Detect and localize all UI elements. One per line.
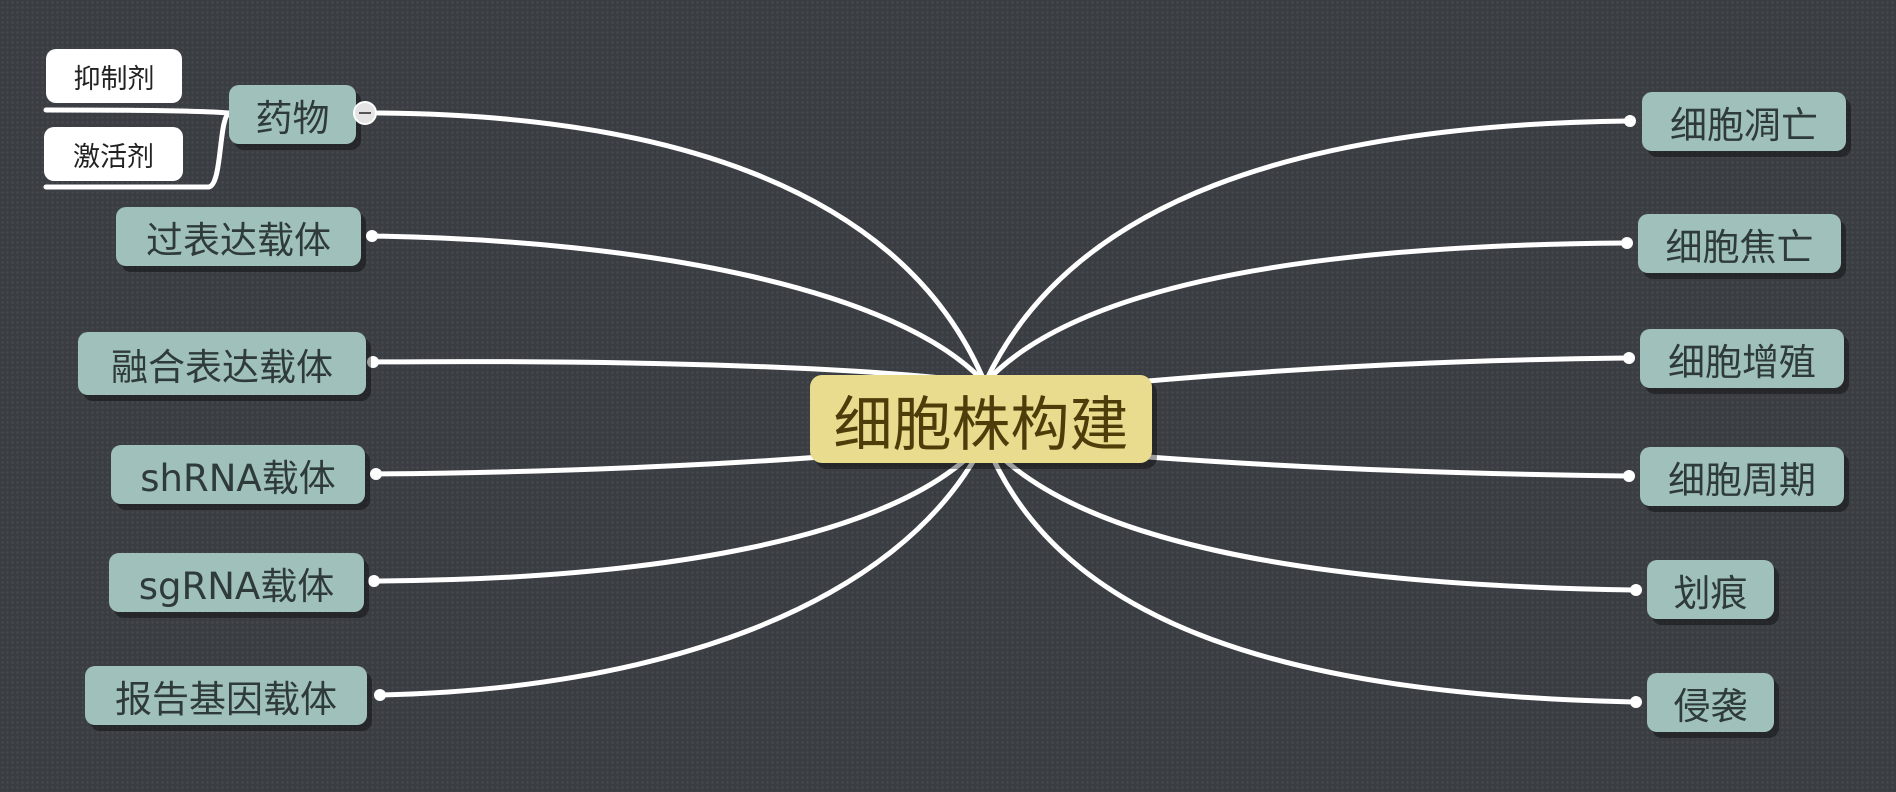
central-topic-label: 细胞株构建 xyxy=(833,389,1129,459)
branch-line-scratch xyxy=(982,437,1637,593)
connector-dot-shrna xyxy=(370,468,382,480)
connector-dot-cell-cycle xyxy=(1623,470,1635,482)
topic-label: shRNA载体 xyxy=(140,456,336,500)
branch-line-proliferation xyxy=(1145,355,1630,384)
connector-dot-proliferation xyxy=(1623,352,1635,364)
branch-line-apoptosis xyxy=(982,118,1631,386)
subtopic-label: 激活剂 xyxy=(73,141,154,173)
topic-proliferation[interactable]: 细胞增殖 xyxy=(1640,329,1844,388)
branch-line-overexpression xyxy=(367,233,988,386)
topic-pyroptosis[interactable]: 细胞焦亡 xyxy=(1638,214,1841,273)
branch-line-inhibitor xyxy=(43,107,233,116)
topic-cell-cycle[interactable]: 细胞周期 xyxy=(1640,447,1844,506)
connector-dot-invasion xyxy=(1630,696,1642,708)
central-topic[interactable]: 细胞株构建 xyxy=(810,375,1152,463)
subtopic-inhibitor[interactable]: 抑制剂 xyxy=(46,49,182,103)
connector-dot-sgrna xyxy=(368,575,380,587)
branch-line-reporter xyxy=(375,437,988,698)
topic-invasion[interactable]: 侵袭 xyxy=(1647,673,1774,732)
topic-label: 药物 xyxy=(255,96,330,140)
topic-label: 细胞凋亡 xyxy=(1670,103,1818,147)
branch-line-drug xyxy=(375,110,988,386)
topic-label: 划痕 xyxy=(1673,571,1748,615)
connector-dot-overexpression xyxy=(366,230,378,242)
topic-drug[interactable]: 药物 xyxy=(229,85,356,144)
topic-label: 细胞增殖 xyxy=(1668,340,1816,384)
topic-sgrna-vector[interactable]: sgRNA载体 xyxy=(109,553,364,612)
connector-dot-reporter xyxy=(374,689,386,701)
topic-label: 过表达载体 xyxy=(146,218,331,262)
topic-label: 细胞周期 xyxy=(1668,458,1816,502)
connector-dot-apoptosis xyxy=(1624,115,1636,127)
subtopic-label: 抑制剂 xyxy=(73,63,155,95)
topic-fusion-expression-vector[interactable]: 融合表达载体 xyxy=(78,332,366,395)
connector-dot-fusion-expression xyxy=(367,356,379,368)
topic-label: 细胞焦亡 xyxy=(1665,225,1814,269)
topic-label: 融合表达载体 xyxy=(111,345,333,389)
minus-circle-icon[interactable] xyxy=(353,101,377,125)
connector-dot-scratch xyxy=(1630,584,1642,596)
branch-line-sgrna xyxy=(369,437,988,584)
topic-scratch[interactable]: 划痕 xyxy=(1647,560,1774,619)
branch-line-cell-cycle xyxy=(1145,454,1630,479)
subtopic-activator[interactable]: 激活剂 xyxy=(44,127,183,181)
branch-line-invasion xyxy=(982,437,1637,705)
branch-line-activator xyxy=(43,110,233,190)
topic-label: 侵袭 xyxy=(1673,684,1748,728)
topic-overexpression-vector[interactable]: 过表达载体 xyxy=(116,207,361,266)
topic-shrna-vector[interactable]: shRNA载体 xyxy=(111,445,365,504)
topic-reporter-gene-vector[interactable]: 报告基因载体 xyxy=(85,666,367,725)
topic-apoptosis[interactable]: 细胞凋亡 xyxy=(1642,92,1846,151)
topic-label: sgRNA载体 xyxy=(138,564,335,608)
branch-line-pyroptosis xyxy=(982,240,1628,386)
connector-dot-pyroptosis xyxy=(1621,237,1633,249)
topic-label: 报告基因载体 xyxy=(115,677,337,721)
